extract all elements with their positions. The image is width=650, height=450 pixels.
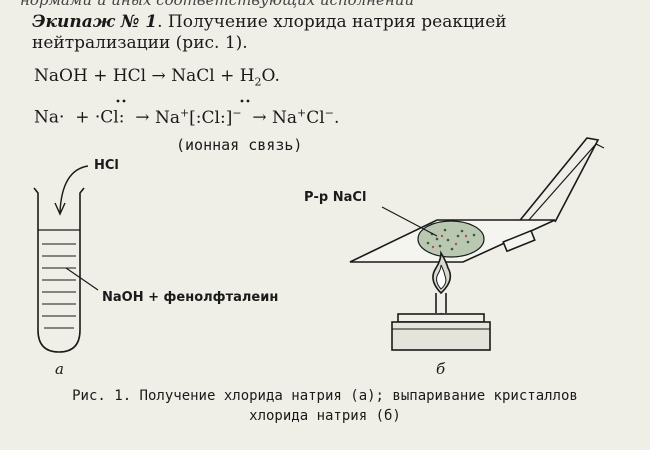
label-naoh-phenolphthalein: NaOH + фенолфталеин xyxy=(102,290,279,305)
ionic-compound: Na+Cl−. xyxy=(272,106,340,128)
sublabel-b: б xyxy=(436,360,446,378)
formula-nacl: NaCl xyxy=(171,66,215,86)
heading-text: . Получение хлорида натрия реакцией нейт… xyxy=(32,12,507,53)
formula-naoh: NaOH xyxy=(34,66,88,86)
reaction-arrow: → xyxy=(252,107,267,128)
ionic-pair: Na+[:Cl:]− xyxy=(154,106,242,128)
solution-speckles xyxy=(426,228,476,251)
evaporation-diagram xyxy=(349,137,605,351)
liquid-level-lines xyxy=(42,243,76,329)
chlorine-atom: ·Cl: xyxy=(94,107,125,128)
experiment-heading: Экипаж № 1. Получение хлорида натрия реа… xyxy=(32,12,632,54)
label-hcl: HCl xyxy=(94,158,119,173)
plus-sign: + xyxy=(93,66,108,86)
electron-dots xyxy=(116,99,250,103)
crew-label: Экипаж № 1 xyxy=(32,12,158,32)
sodium-atom: Na· xyxy=(34,107,65,128)
reaction-arrow: → xyxy=(135,107,150,128)
plus-sign: + xyxy=(75,107,90,128)
figure-caption: Рис. 1. Получение хлорида натрия (а); вы… xyxy=(0,386,650,426)
naoh-pointer-line xyxy=(65,267,99,291)
caption-line-2: хлорида натрия (б) xyxy=(249,408,401,424)
spirit-lamp xyxy=(391,321,491,351)
solution-pointer-line xyxy=(381,206,438,237)
test-tube-outline xyxy=(33,187,85,353)
ionic-bond-note: (ионная связь) xyxy=(176,136,303,154)
electron-dot-equation: Na· + ·Cl: → Na+[:Cl:]− → Na+Cl−. xyxy=(34,106,339,128)
cut-off-top-text: нормами и иных соответствующих исполнени… xyxy=(20,0,415,9)
label-nacl-solution: Р-р NaCl xyxy=(304,190,367,205)
sublabel-a: а xyxy=(55,360,64,378)
nacl-solution-drop xyxy=(417,220,485,258)
plus-sign: + xyxy=(220,66,235,86)
hcl-pointer-arrow xyxy=(59,165,89,213)
test-tube-diagram xyxy=(33,165,99,353)
caption-line-1: Рис. 1. Получение хлорида натрия (а); вы… xyxy=(72,388,578,404)
tongs xyxy=(507,137,600,236)
lamp-cap xyxy=(397,313,485,323)
reaction-arrow: → xyxy=(151,66,166,86)
formula-h2o: H2O. xyxy=(239,66,280,89)
neutralization-equation: NaOH + HCl → NaCl + H2O. xyxy=(34,66,280,88)
formula-hcl: HCl xyxy=(112,66,147,86)
arrow-head-icon xyxy=(54,202,66,216)
